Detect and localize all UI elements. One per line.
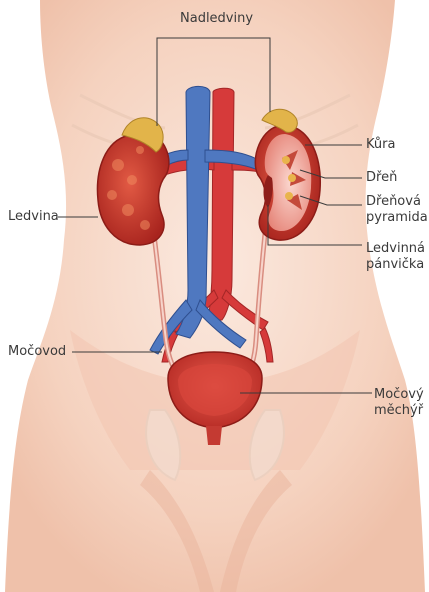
label-adrenal-glands: Nadledviny — [180, 11, 253, 27]
label-ureter: Močovod — [8, 344, 66, 360]
label-renal-pelvis: Ledvinná pánvička — [366, 241, 425, 273]
label-medulla: Dřeň — [366, 170, 397, 186]
label-urinary-bladder: Močový měchýř — [374, 387, 424, 419]
label-renal-pyramid: Dřeňová pyramida — [366, 194, 428, 226]
label-cortex: Kůra — [366, 137, 395, 153]
urethra — [206, 426, 222, 445]
label-kidney: Ledvina — [8, 209, 59, 225]
